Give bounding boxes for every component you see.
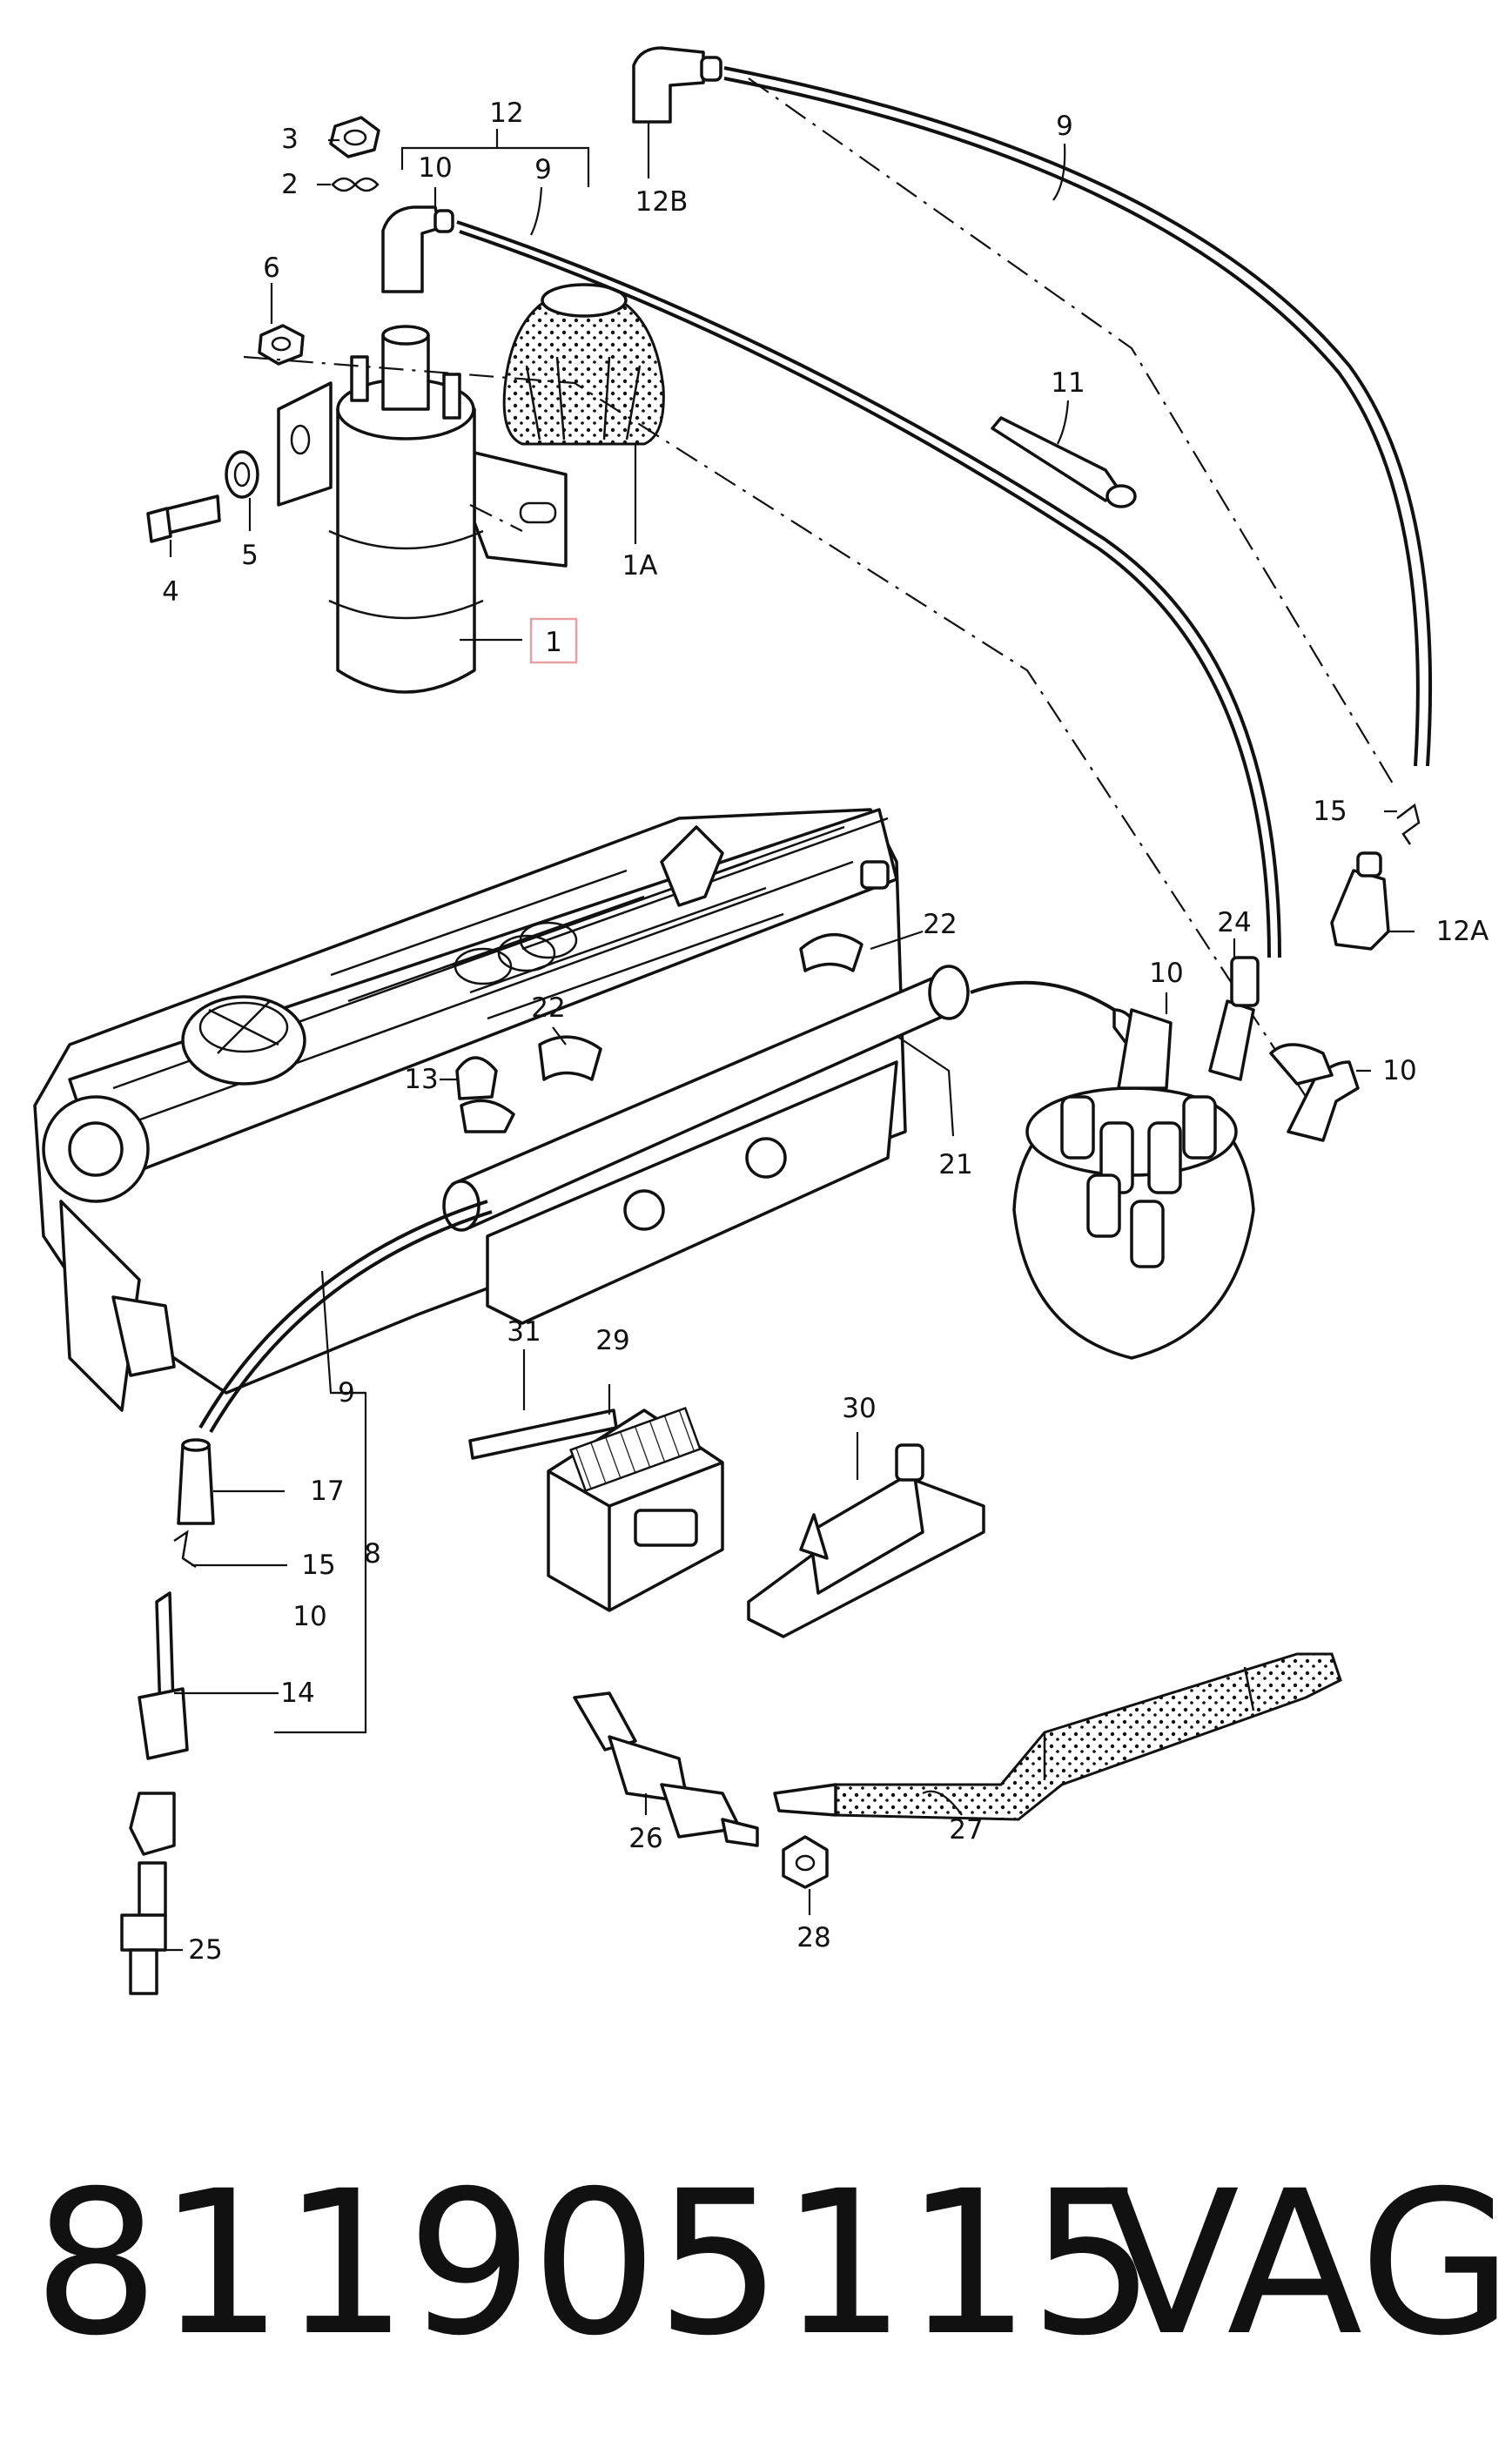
ht-lead-9-lower <box>198 1200 488 1429</box>
distributor-cap <box>1012 1086 1255 1360</box>
label-1a: 1A <box>622 550 658 582</box>
spark-plug-connector-17 <box>177 1438 215 1525</box>
relay-30 <box>747 1443 985 1638</box>
coil-cap <box>502 283 665 446</box>
label-21: 21 <box>938 1149 972 1180</box>
spark-plug-25 <box>120 1792 176 1995</box>
part-number: 811905115 <box>33 2148 1156 2379</box>
glow-plug-26 <box>573 1691 759 1847</box>
part-footer: 811905115 VAG <box>33 2148 1512 2379</box>
label-8: 8 <box>364 1538 381 1570</box>
ht-lead-12 <box>723 66 1433 767</box>
label-28: 28 <box>796 1922 830 1953</box>
connector-12a <box>1330 851 1390 951</box>
label-24: 24 <box>1217 907 1251 938</box>
label-6: 6 <box>263 252 280 284</box>
ignition-coil <box>277 325 568 694</box>
label-25: 25 <box>188 1934 222 1966</box>
highlight-part-1 <box>529 617 578 664</box>
brand-name: VAG <box>1104 2148 1512 2379</box>
bracket-12 <box>400 146 590 187</box>
label-3: 3 <box>281 124 299 155</box>
label-10-dist-left: 10 <box>1149 958 1183 989</box>
label-27: 27 <box>949 1814 983 1846</box>
label-29: 29 <box>595 1325 629 1356</box>
coil-fasteners <box>146 116 380 543</box>
cable-tie <box>991 416 1137 508</box>
label-4: 4 <box>162 576 179 608</box>
label-30: 30 <box>842 1393 876 1424</box>
label-11: 11 <box>1051 367 1085 399</box>
label-13: 13 <box>404 1064 438 1095</box>
label-10-lower: 10 <box>292 1601 326 1632</box>
clip-15-lower <box>173 1530 197 1569</box>
label-9-top: 9 <box>1056 111 1073 142</box>
ht-lead-9 <box>456 220 1281 958</box>
exploded-ignition-diagram: 1 1A 2 3 4 5 6 8 9 9 9 10 10 10 10 11 12… <box>33 46 1488 1995</box>
label-12b: 12B <box>635 186 689 218</box>
label-17: 17 <box>310 1476 344 1507</box>
label-5: 5 <box>241 540 259 571</box>
distributor-boots <box>1112 956 1360 1142</box>
fuel-rail <box>442 965 1116 1325</box>
nut-28 <box>782 1835 829 1889</box>
label-15-right: 15 <box>1313 796 1347 827</box>
leader-lines <box>165 122 1415 1952</box>
ground-strap-27 <box>773 1652 1342 1821</box>
label-15-lower: 15 <box>301 1550 335 1581</box>
bracket-8 <box>274 1391 367 1734</box>
suppressor-14 <box>138 1591 189 1760</box>
control-unit-29 <box>547 1406 724 1612</box>
boot-12b <box>632 46 722 124</box>
callout-labels: 1 1A 2 3 4 5 6 8 9 9 9 10 10 10 10 11 12… <box>162 97 1488 1966</box>
label-9-lower: 9 <box>338 1377 355 1409</box>
hose-clamps <box>455 933 864 1133</box>
label-9-coil: 9 <box>534 154 552 185</box>
label-2: 2 <box>281 169 299 200</box>
label-12: 12 <box>489 97 523 129</box>
label-10-coil: 10 <box>418 152 452 184</box>
label-14: 14 <box>280 1678 314 1709</box>
label-22-right: 22 <box>923 909 957 940</box>
label-12a: 12A <box>1436 916 1489 947</box>
label-1: 1 <box>545 627 562 658</box>
label-10-dist-right: 10 <box>1382 1055 1416 1086</box>
label-26: 26 <box>628 1823 662 1854</box>
label-31: 31 <box>507 1316 541 1348</box>
clip-15-right <box>1396 803 1421 845</box>
coil-boot <box>381 205 454 293</box>
label-22-left: 22 <box>531 992 565 1024</box>
